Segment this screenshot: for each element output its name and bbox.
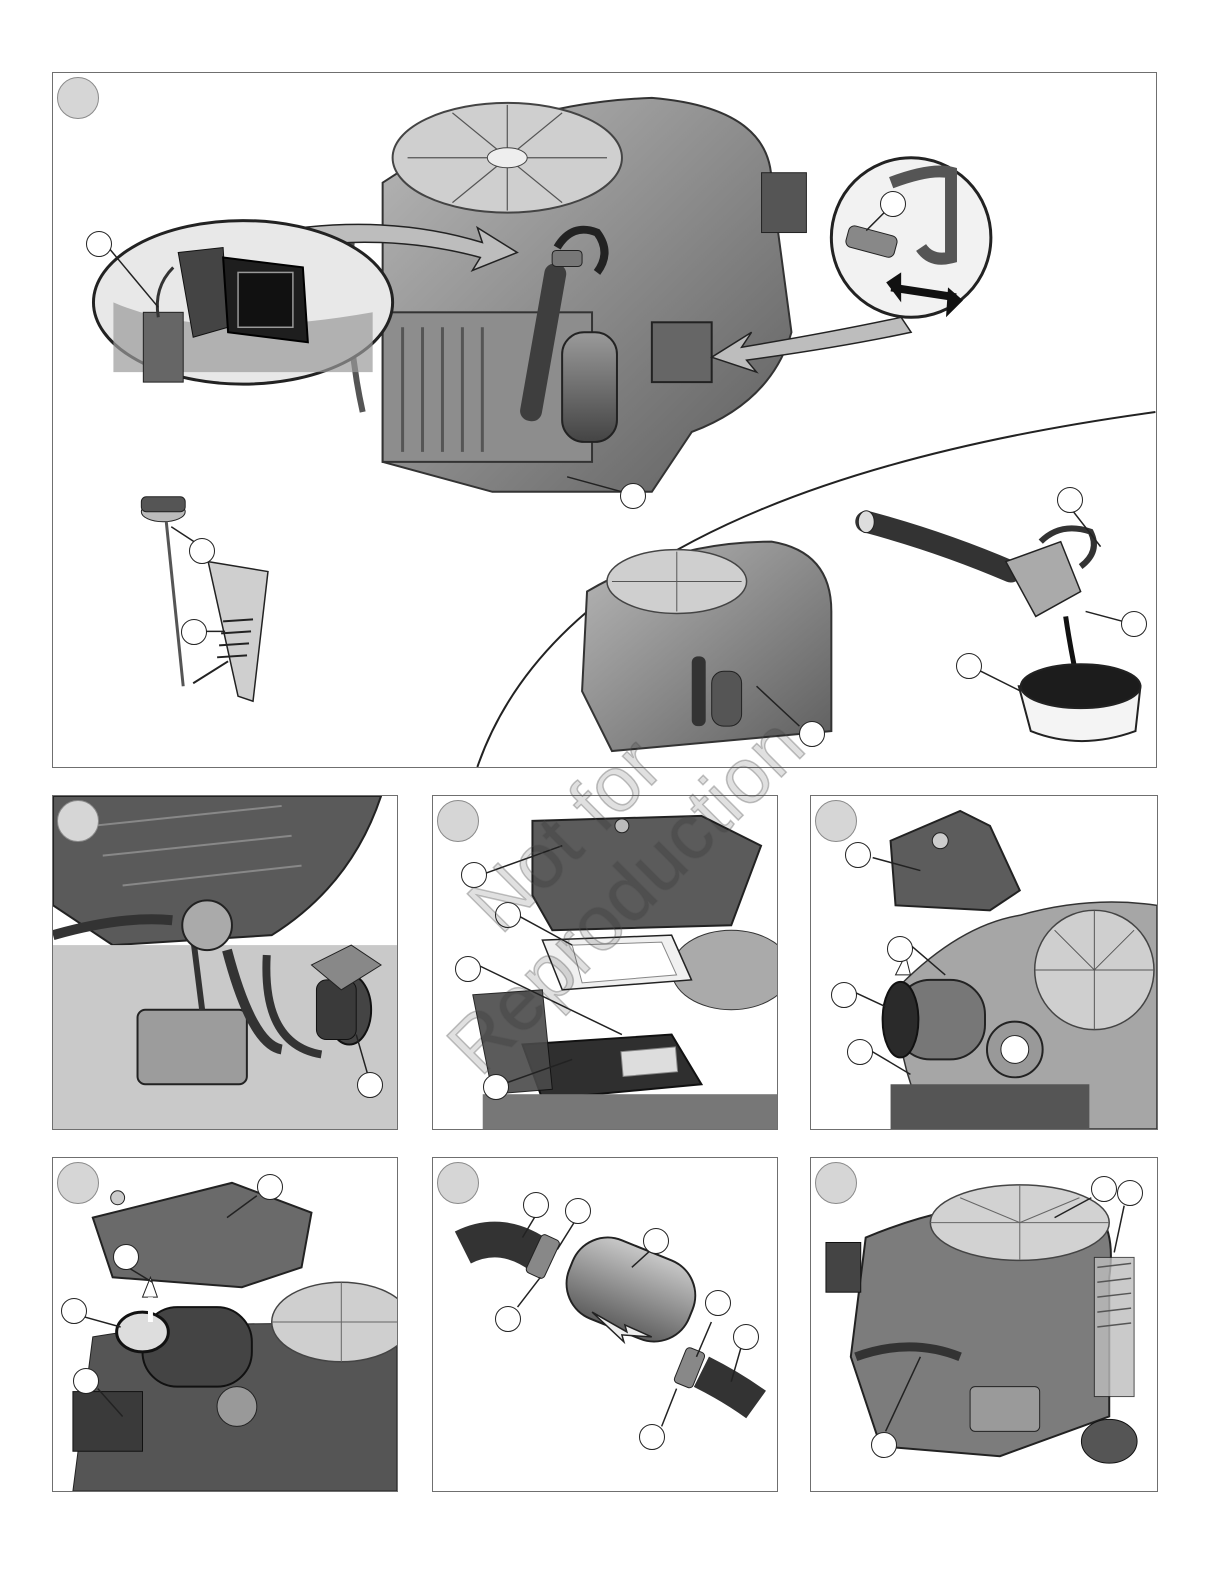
illustration-fuel-filter [433,1158,777,1491]
callout-circle [73,1368,99,1394]
step-number-badge [57,800,99,842]
panel-air-filter-oval [52,1157,398,1492]
callout-circle [181,619,207,645]
callout-circle [956,653,982,679]
illustration-oil-change [53,73,1156,767]
callout-circle [847,1039,873,1065]
callout-circle [357,1072,383,1098]
callout-circle [189,538,215,564]
drain-pan [1019,664,1141,741]
callout-circle [495,902,521,928]
panel-oil-filter [52,795,398,1130]
callout-circle [831,982,857,1008]
callout-circle [643,1228,669,1254]
dipstick [141,497,268,701]
callout-circle [461,862,487,888]
engine-small [582,542,831,751]
callout-circle [1091,1176,1117,1202]
callout-circle [61,1298,87,1324]
illustration-oil-filter [53,796,397,1129]
callout-circle [880,191,906,217]
callout-circle [1117,1180,1143,1206]
step-number-badge [815,800,857,842]
callout-circle [1057,487,1083,513]
callout-circle [565,1198,591,1224]
callout-circle [733,1324,759,1350]
callout-circle [871,1432,897,1458]
step-number-badge [437,1162,479,1204]
callout-circle [799,721,825,747]
step-number-badge [437,800,479,842]
callout-circle [495,1306,521,1332]
callout-circle [887,936,913,962]
callout-circle [705,1290,731,1316]
callout-circle [257,1174,283,1200]
callout-circle [1121,611,1147,637]
callout-circle [639,1424,665,1450]
callout-circle [523,1192,549,1218]
inset-dipstick-tube [93,221,392,385]
callout-circle [483,1074,509,1100]
engine-main [349,98,806,492]
illustration-air-filter-oval [53,1158,397,1491]
illustration-cooling-fins [811,1158,1157,1491]
callout-circle [845,842,871,868]
callout-circle [455,956,481,982]
panel-air-filter-round [810,795,1158,1130]
callout-circle [113,1244,139,1270]
panel-fuel-filter [432,1157,778,1492]
panel-air-filter-panel [432,795,778,1130]
callout-circle [620,483,646,509]
panel-oil-change [52,72,1157,768]
panel-cooling-fins [810,1157,1158,1492]
step-number-badge [815,1162,857,1204]
step-number-badge [57,1162,99,1204]
step-number-badge [57,77,99,119]
callout-circle [86,231,112,257]
inset-drain-valve [831,158,991,318]
